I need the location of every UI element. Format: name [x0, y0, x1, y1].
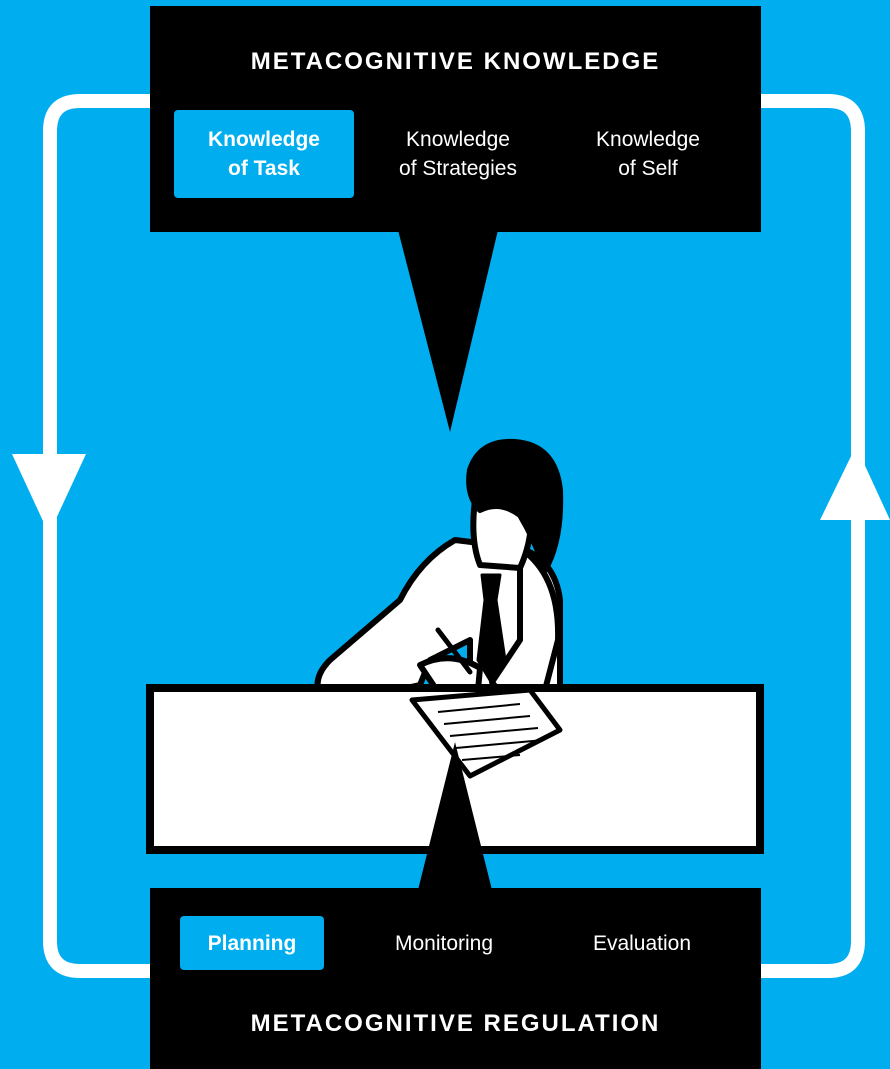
regulation-monitoring: Monitoring: [362, 916, 526, 970]
knowledge-of-strategies-line1: Knowledge: [406, 128, 510, 151]
knowledge-of-strategies-line2: of Strategies: [399, 157, 517, 180]
person-writing-illustration: [314, 438, 564, 705]
planning-label: Planning: [207, 931, 297, 955]
regulation-pointer: [418, 742, 492, 890]
knowledge-title: METACOGNITIVE KNOWLEDGE: [250, 48, 661, 75]
knowledge-of-task-line2: of Task: [228, 157, 300, 180]
knowledge-of-task: Knowledge of Task: [174, 110, 354, 198]
cycle-loop-right: [761, 94, 865, 978]
knowledge-of-strategies: Knowledge of Strategies: [372, 110, 544, 198]
knowledge-of-self: Knowledge of Self: [562, 110, 734, 198]
knowledge-pointer: [398, 230, 498, 432]
knowledge-of-self-line1: Knowledge: [596, 128, 700, 151]
down-arrow-icon: [12, 454, 86, 534]
regulation-evaluation: Evaluation: [552, 916, 732, 970]
regulation-title: METACOGNITIVE REGULATION: [250, 1010, 661, 1037]
monitoring-label: Monitoring: [394, 931, 494, 955]
regulation-panel: Planning Monitoring Evaluation METACOGNI…: [150, 888, 761, 1069]
knowledge-of-task-line1: Knowledge: [207, 128, 320, 151]
regulation-planning: Planning: [180, 916, 324, 970]
knowledge-of-self-line2: of Self: [618, 157, 678, 180]
paper-sheet: [409, 687, 563, 779]
evaluation-label: Evaluation: [592, 931, 692, 955]
up-arrow-icon: [820, 446, 890, 520]
knowledge-panel: METACOGNITIVE KNOWLEDGE Knowledge of Tas…: [150, 6, 761, 232]
cycle-loop-left: [43, 94, 150, 978]
